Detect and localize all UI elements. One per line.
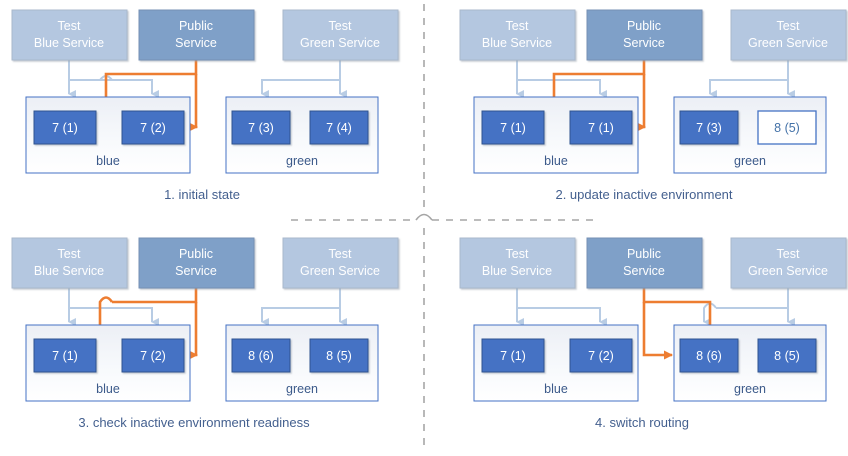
panel-4-caption: 4. switch routing xyxy=(595,415,689,430)
panel-2-blue-node-2-label: 7 (1) xyxy=(588,121,614,135)
panel-4-public-service-line2: Service xyxy=(623,264,665,278)
panel-2-test-green-connector xyxy=(709,60,795,98)
panel-1-test-green-service-line2: Green Service xyxy=(300,36,380,50)
panel-3-green-node-1 xyxy=(231,338,291,373)
panel-3-test-blue-service-line1: Test xyxy=(58,247,81,261)
panel-2-test-green-service xyxy=(730,9,847,61)
panel-1-test-green-service xyxy=(282,9,399,61)
panel-3-blue-env-label: blue xyxy=(96,382,120,396)
panel-1-blue-node-1-label: 7 (1) xyxy=(52,121,78,135)
panel-2-test-blue-connector xyxy=(516,60,607,98)
panel-dividers xyxy=(291,4,600,452)
panel-2-green-node-2 xyxy=(757,110,817,145)
panel-4-test-blue-service-line1: Test xyxy=(506,247,529,261)
panel-2-public-service-line2: Service xyxy=(623,36,665,50)
panel-2-public-service-line1: Public xyxy=(627,19,661,33)
panel-1-green-node-1 xyxy=(231,110,291,145)
panel-2-green-env-label: green xyxy=(734,154,766,168)
panel-1-test-blue-service-line1: Test xyxy=(58,19,81,33)
panel-2-public-service xyxy=(586,9,703,61)
panel-1-blue-node-1 xyxy=(33,110,97,145)
panel-2-test-blue-service-line2: Blue Service xyxy=(482,36,552,50)
panel-4-blue-env-label: blue xyxy=(544,382,568,396)
panel-3: blue green 7 (1) 7 (2) 8 (6) 8 (5) Test … xyxy=(11,237,399,430)
panel-3-blue-node-1 xyxy=(33,338,97,373)
panel-4-green-node-2 xyxy=(757,338,817,373)
panel-1-test-blue-service-line2: Blue Service xyxy=(34,36,104,50)
panel-1: blue green 7 (1) 7 (2) 7 (3) 7 (4) Test … xyxy=(11,9,399,202)
panel-3-green-node-1-label: 8 (6) xyxy=(248,349,274,363)
panel-4-blue-node-1 xyxy=(481,338,545,373)
panel-3-blue-node-2-label: 7 (2) xyxy=(140,349,166,363)
panel-2-blue-env-label: blue xyxy=(544,154,568,168)
panel-3-test-green-service-line2: Green Service xyxy=(300,264,380,278)
divider-hop xyxy=(415,213,433,221)
panel-2-blue-node-1 xyxy=(481,110,545,145)
panel-3-test-green-service-line1: Test xyxy=(329,247,352,261)
panel-2-green-node-1 xyxy=(679,110,739,145)
panel-3-test-green-connector xyxy=(261,288,347,326)
panel-4-test-green-service xyxy=(730,237,847,289)
panel-1-test-green-service-line1: Test xyxy=(329,19,352,33)
panel-4-test-blue-connector xyxy=(516,288,607,326)
panel-3-test-blue-service-line2: Blue Service xyxy=(34,264,104,278)
panel-4-green-env-label: green xyxy=(734,382,766,396)
panel-4-green-node-1 xyxy=(679,338,739,373)
panel-2-blue-node-1-label: 7 (1) xyxy=(500,121,526,135)
panel-2: blue green 7 (1) 7 (1) 7 (3) 8 (5) Test … xyxy=(459,9,847,202)
panel-1-green-node-2-label: 7 (4) xyxy=(326,121,352,135)
panel-3-test-blue-connector xyxy=(68,288,159,326)
panel-1-public-service-line2: Service xyxy=(175,36,217,50)
panel-3-green-node-2 xyxy=(309,338,369,373)
panel-2-caption: 2. update inactive environment xyxy=(555,187,732,202)
panel-3-test-green-service xyxy=(282,237,399,289)
panel-1-test-blue-service xyxy=(11,9,128,61)
panel-3-blue-node-2 xyxy=(121,338,185,373)
panel-4-test-green-service-line2: Green Service xyxy=(748,264,828,278)
panel-1-green-env-label: green xyxy=(286,154,318,168)
panel-4-blue-node-2-label: 7 (2) xyxy=(588,349,614,363)
panel-2-green-node-2-label: 8 (5) xyxy=(774,121,800,135)
panel-3-public-service-line2: Service xyxy=(175,264,217,278)
panel-4-public-service-line1: Public xyxy=(627,247,661,261)
panel-2-blue-node-2 xyxy=(569,110,633,145)
panel-3-test-blue-service xyxy=(11,237,128,289)
panel-1-blue-env-label: blue xyxy=(96,154,120,168)
panel-1-test-green-connector xyxy=(261,60,347,98)
panel-4: blue green 7 (1) 7 (2) 8 (6) 8 (5) Test … xyxy=(459,237,847,430)
panel-4-green-node-2-label: 8 (5) xyxy=(774,349,800,363)
panel-2-test-green-service-line1: Test xyxy=(777,19,800,33)
panel-4-test-blue-service-line2: Blue Service xyxy=(482,264,552,278)
panel-3-green-env-label: green xyxy=(286,382,318,396)
panel-2-test-green-service-line2: Green Service xyxy=(748,36,828,50)
panel-4-public-service xyxy=(586,237,703,289)
panel-4-blue-node-1-label: 7 (1) xyxy=(500,349,526,363)
panel-1-green-node-1-label: 7 (3) xyxy=(248,121,274,135)
panel-1-public-service-line1: Public xyxy=(179,19,213,33)
panel-1-blue-node-2 xyxy=(121,110,185,145)
panel-4-green-node-1-label: 8 (6) xyxy=(696,349,722,363)
panel-2-green-node-1-label: 7 (3) xyxy=(696,121,722,135)
panel-2-test-blue-service xyxy=(459,9,576,61)
panel-4-blue-node-2 xyxy=(569,338,633,373)
panel-1-public-service xyxy=(138,9,255,61)
panel-3-green-node-2-label: 8 (5) xyxy=(326,349,352,363)
panel-3-public-service xyxy=(138,237,255,289)
panel-3-public-service-line1: Public xyxy=(179,247,213,261)
panel-4-test-green-connector xyxy=(703,288,795,326)
panel-3-caption: 3. check inactive environment readiness xyxy=(78,415,310,430)
panel-4-test-blue-service xyxy=(459,237,576,289)
panel-4-test-green-service-line1: Test xyxy=(777,247,800,261)
panel-1-caption: 1. initial state xyxy=(164,187,240,202)
panel-2-test-blue-service-line1: Test xyxy=(506,19,529,33)
panel-1-green-node-2 xyxy=(309,110,369,145)
panel-3-blue-node-1-label: 7 (1) xyxy=(52,349,78,363)
panel-1-test-blue-connector xyxy=(68,60,159,98)
panel-1-blue-node-2-label: 7 (2) xyxy=(140,121,166,135)
